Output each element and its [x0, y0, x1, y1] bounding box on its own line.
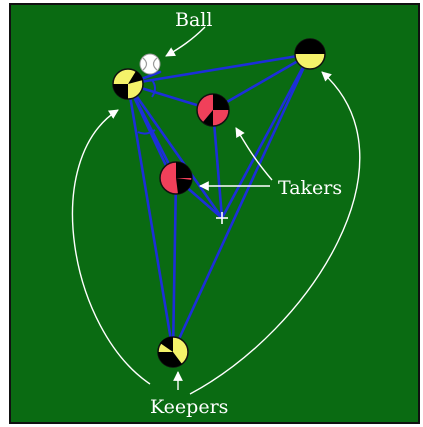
keeper-with-ball [113, 69, 143, 99]
keeper-top-right [295, 39, 325, 69]
ball-label: Ball [175, 9, 212, 31]
ball [140, 54, 160, 74]
keeper-bottom [158, 337, 188, 367]
keepers-label: Keepers [150, 396, 228, 418]
field [10, 4, 419, 423]
taker-upper [197, 94, 229, 126]
taker-lower [160, 162, 192, 194]
takers-label: Takers [278, 177, 342, 199]
